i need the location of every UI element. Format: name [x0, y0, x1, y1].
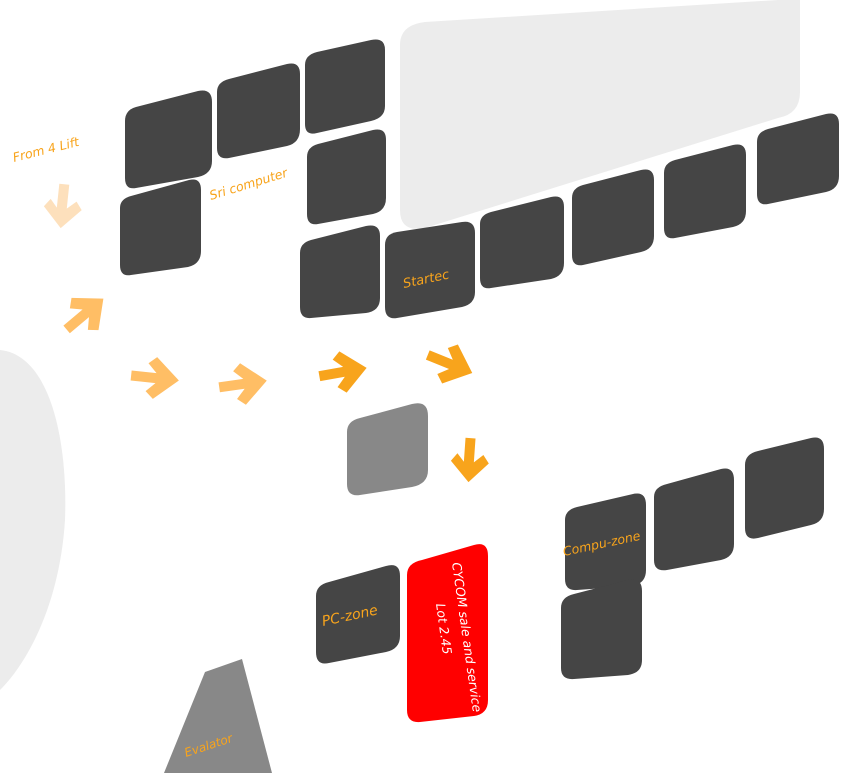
arrow-down-icon	[41, 182, 85, 231]
shop-unit-pc-zone[interactable]	[316, 565, 400, 664]
shop-unit-c5[interactable]	[664, 144, 746, 239]
label-cycom-lot: Lot 2.45	[433, 602, 455, 655]
shop-unit-a1[interactable]	[125, 90, 212, 189]
shop-unit-a2[interactable]	[217, 63, 300, 159]
open-area-left	[0, 350, 66, 690]
open-area-top	[400, 0, 800, 229]
shop-unit-d2[interactable]	[654, 468, 734, 571]
shop-unit-startec[interactable]	[385, 221, 475, 319]
shop-unit-c3[interactable]	[480, 196, 564, 289]
shop-unit-c6[interactable]	[757, 113, 839, 205]
label-sri-computer: Sri computer	[207, 165, 289, 203]
arrow-down-icon	[53, 282, 117, 346]
arrow-right-icon	[315, 347, 371, 397]
shop-unit-c1[interactable]	[300, 225, 380, 319]
arrow-down-icon	[419, 335, 481, 393]
label-from-lift: From 4 Lift	[11, 134, 81, 165]
shop-unit-d3[interactable]	[745, 437, 824, 539]
arrow-right-icon	[216, 359, 270, 409]
shop-unit-a3[interactable]	[305, 39, 385, 134]
shop-unit-b1[interactable]	[120, 179, 201, 276]
shop-unit-cycom[interactable]	[407, 544, 488, 723]
shop-unit-c4[interactable]	[572, 169, 654, 266]
elevator[interactable]	[164, 659, 272, 773]
shop-unit-b2[interactable]	[307, 129, 386, 225]
arrow-right-icon	[128, 354, 182, 402]
arrow-down-icon	[449, 436, 491, 484]
unit-grey[interactable]	[347, 403, 428, 496]
shop-unit-compu-zone[interactable]	[565, 493, 646, 591]
shop-unit-d4[interactable]	[561, 579, 642, 680]
